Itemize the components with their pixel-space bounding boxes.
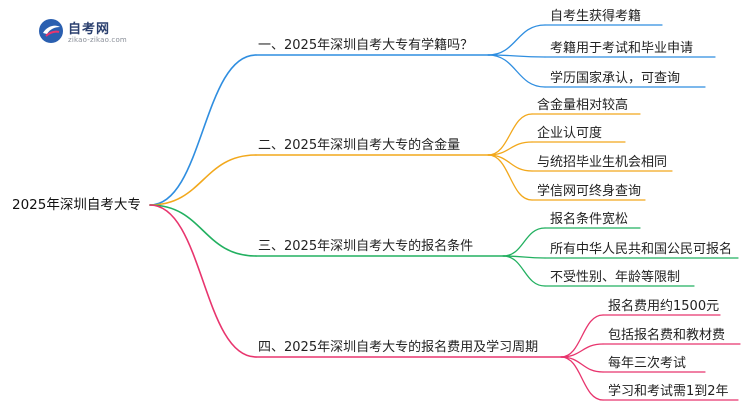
- branch-2-label: 二、2025年深圳自考大专的含金量: [258, 138, 461, 153]
- logo-subtitle: zikao-zikao.com: [68, 36, 127, 44]
- branch-2-leaf-4: 学信网可终身查询: [537, 184, 642, 199]
- branch-3-leaf-2: 所有中华人民共和国公民可报名: [550, 242, 733, 257]
- branch-2-leaf-2: 企业认可度: [537, 126, 603, 141]
- branch-4-leaf-4: 学习和考试需1到2年: [608, 384, 729, 399]
- branch-3-label: 三、2025年深圳自考大专的报名条件: [258, 239, 474, 254]
- site-logo[interactable]: 自考网 zikao-zikao.com: [38, 18, 148, 50]
- branch-4-leaf-2: 包括报名费和教材费: [608, 328, 726, 343]
- branch-4-connector: [149, 204, 257, 358]
- branch-1-connector: [149, 54, 257, 206]
- branch-2-leaf-3-connector: [487, 154, 533, 172]
- branch-2-leaf-4-connector: [487, 154, 533, 201]
- branch-1-leaf-3-connector: [487, 54, 546, 88]
- branch-4-label: 四、2025年深圳自考大专的报名费用及学习周期: [258, 340, 539, 355]
- branch-1-label: 一、2025年深圳自考大专有学籍吗？: [258, 38, 474, 53]
- logo-badge-icon: [39, 19, 63, 43]
- branch-4-leaf-4-connector: [560, 356, 604, 401]
- branch-2-leaf-3: 与统招毕业生机会相同: [537, 155, 668, 170]
- logo-title: 自考网: [68, 22, 111, 37]
- branch-1-leaf-1: 自考生获得考籍: [550, 9, 642, 24]
- branch-3-leaf-3-connector: [502, 255, 546, 287]
- branch-3-connector: [149, 204, 257, 257]
- branch-1-leaf-3: 学历国家承认，可查询: [550, 71, 681, 86]
- branch-2-leaf-1: 含金量相对较高: [537, 98, 629, 113]
- root-node: 2025年深圳自考大专: [12, 197, 141, 213]
- branch-3-leaf-1: 报名条件宽松: [550, 212, 629, 227]
- branch-1-leaf-2: 考籍用于考试和毕业申请: [550, 41, 694, 56]
- branch-2-leaf-2-connector: [487, 141, 533, 156]
- branch-4-leaf-3: 每年三次考试: [608, 356, 687, 371]
- branch-4-leaf-1-connector: [560, 314, 604, 358]
- branch-4-leaf-1: 报名费用约1500元: [608, 299, 720, 314]
- branch-2-leaf-1-connector: [487, 113, 533, 156]
- branch-3-leaf-3: 不受性别、年龄等限制: [550, 270, 681, 285]
- branch-3-leaf-1-connector: [502, 227, 546, 257]
- branch-2-connector: [149, 154, 257, 206]
- branch-1-leaf-1-connector: [487, 24, 546, 56]
